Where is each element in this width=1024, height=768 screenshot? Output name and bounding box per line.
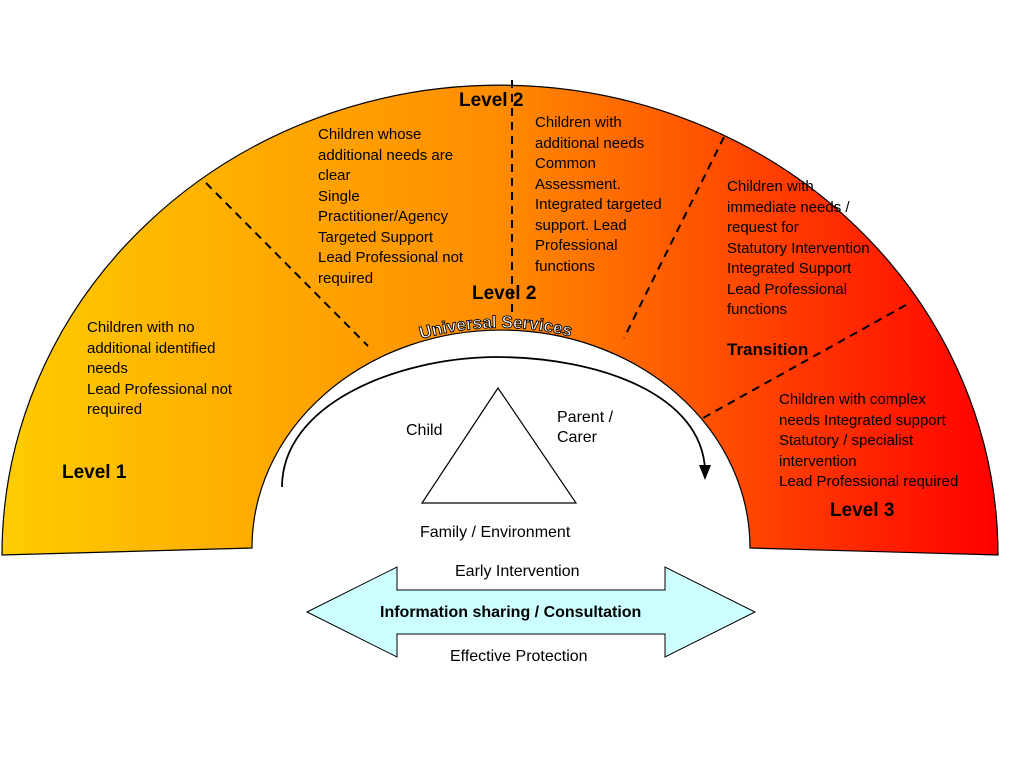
cycle-arrow [281, 356, 706, 488]
effective-protection-label: Effective Protection [450, 648, 588, 665]
early-intervention-label: Early Intervention [455, 563, 580, 580]
level1-label: Level 1 [62, 462, 127, 483]
parent-carer-label: Parent / Carer [557, 409, 614, 446]
level-dividers [205, 80, 907, 419]
level2-inner-label: Level 2 [472, 283, 537, 304]
divider-3 [623, 136, 725, 339]
level3-label: Level 3 [830, 500, 895, 521]
level2b-description: Children with additional needs Common As… [535, 114, 662, 275]
level2-top-label: Level 2 [459, 90, 524, 111]
transition-label: Transition [727, 340, 809, 359]
family-environment-label: Family / Environment [420, 524, 571, 541]
child-label: Child [406, 422, 443, 439]
level3a-description: Children with immediate needs / request … [727, 178, 870, 318]
level1-description: Children with no additional identified n… [87, 319, 233, 418]
cycle-arrowhead [699, 465, 711, 480]
child-parent-family-triangle [420, 386, 578, 504]
information-sharing-label: Information sharing / Consultation [380, 604, 642, 621]
level3b-description: Children with complex needs Integrated s… [779, 391, 959, 490]
services-arc [1, 84, 999, 556]
divider-4 [702, 304, 907, 419]
level2a-description: Children whose additional needs are clea… [318, 126, 464, 287]
divider-1 [205, 182, 369, 347]
double-arrow-shape [305, 566, 757, 658]
